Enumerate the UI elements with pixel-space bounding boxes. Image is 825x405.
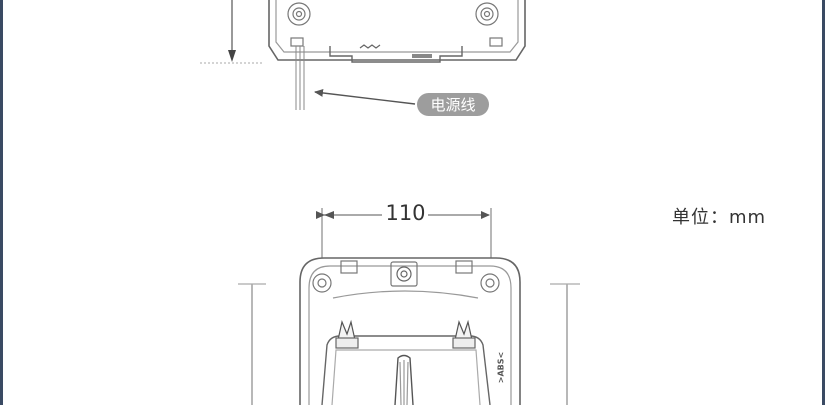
top-left-tab: [290, 37, 304, 47]
front-right-clip: [455, 260, 473, 274]
top-right-screw: [475, 2, 499, 26]
front-right-screw: [480, 273, 500, 293]
left-border: [0, 0, 3, 405]
width-dimension-value: 110: [385, 201, 426, 225]
top-slot: [412, 54, 432, 58]
top-spring: [359, 44, 381, 49]
power-cord-leader: [314, 88, 416, 105]
top-device-outline: [268, 0, 526, 61]
unit-label: 单位：mm: [672, 207, 767, 228]
left-latch: [337, 319, 356, 341]
power-cord-callout: 电源线: [417, 93, 489, 116]
front-left-clip: [340, 260, 358, 274]
abs-side-mark: >ABS<: [496, 351, 506, 384]
front-chamber: [321, 335, 491, 405]
top-bottom-detail: [329, 46, 463, 63]
front-device-outline: [299, 257, 521, 405]
top-view: [200, 0, 526, 110]
center-screw: [396, 266, 412, 282]
right-latch: [454, 319, 473, 341]
power-cord-label: 电源线: [430, 96, 476, 114]
top-dimension-arrow: [228, 50, 236, 62]
top-device-inner: [275, 0, 519, 53]
top-right-tab: [489, 37, 503, 47]
center-nozzle: [394, 354, 414, 405]
front-upper-cover: [332, 290, 479, 299]
front-chamber-inner: [331, 349, 481, 405]
center-screw-housing: [390, 261, 418, 287]
front-left-screw: [312, 273, 332, 293]
power-cord-wires: [295, 46, 305, 110]
front-device-inner: [308, 265, 512, 405]
front-view: [238, 208, 580, 405]
top-left-screw: [287, 2, 311, 26]
right-border: [822, 0, 825, 405]
